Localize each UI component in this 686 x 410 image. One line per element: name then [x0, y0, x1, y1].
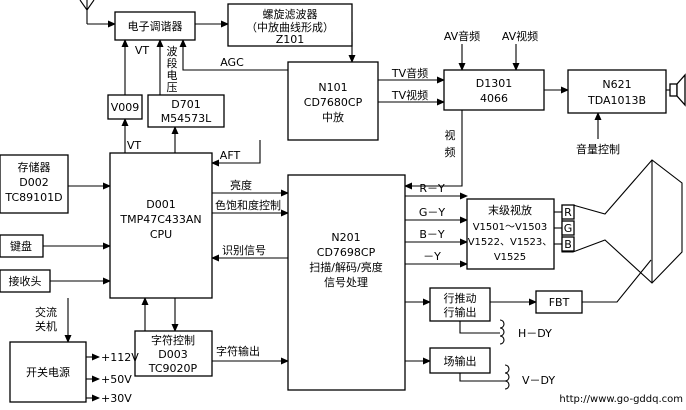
- r-label: R: [564, 206, 572, 219]
- n201-block: N201 CD7698CP 扫描/解码/亮度 信号处理: [287, 174, 406, 391]
- identification-label: 识别信号: [222, 244, 266, 257]
- n201-line: CD7698CP: [317, 246, 376, 259]
- psu-line: 开关电源: [26, 365, 70, 379]
- b-y-label: B－Y: [419, 228, 445, 241]
- band-voltage-label: 电: [167, 69, 178, 82]
- osd-line: 字符控制: [151, 333, 195, 347]
- volume-label: 音量控制: [576, 142, 620, 156]
- v-out-block: 场输出: [429, 347, 491, 374]
- receiver-line: 接收头: [9, 274, 42, 288]
- tv-video-label: TV视频: [391, 88, 428, 102]
- r-y-label: R－Y: [419, 182, 445, 195]
- v009-line: V009: [111, 101, 140, 114]
- signal-labels: VT 波 段 电 压 AGC AV音频 AV视频 TV音频 TV视频 视 频 音…: [35, 29, 683, 405]
- antenna-icon: [79, 0, 95, 24]
- band-voltage-label: 压: [167, 81, 178, 94]
- v30-label: +30V: [101, 392, 132, 405]
- d1301-line: D1301: [476, 77, 512, 90]
- connections: [43, 0, 670, 402]
- osd-line: TC9020P: [148, 362, 198, 375]
- d701-block: D701 M54573L: [147, 94, 225, 128]
- speaker-icon: [669, 73, 686, 107]
- memory-line: TC89101D: [4, 191, 62, 204]
- band-voltage-label: 波: [167, 45, 178, 58]
- agc-label: AGC: [220, 56, 244, 69]
- av-audio-label: AV音频: [444, 29, 480, 43]
- v-out-line: 场输出: [444, 354, 477, 368]
- fbt-block: FBT: [535, 290, 583, 314]
- h-drive-block: 行推动 行输出: [429, 287, 491, 322]
- n621-line: N621: [602, 78, 631, 91]
- saw-line: 螺旋滤波器: [263, 7, 318, 21]
- v112-label: +112V: [101, 351, 139, 364]
- video-label: 视: [445, 128, 456, 142]
- aft-label: AFT: [220, 149, 241, 162]
- char-output-label: 字符输出: [216, 344, 260, 358]
- v009-block: V009: [107, 94, 143, 120]
- video-label: 频: [445, 145, 456, 159]
- video-output-block: 末级视放 V1501～V1503 V1522、V1523、 V1525: [466, 198, 555, 270]
- n101-line: 中放: [322, 110, 344, 124]
- video-output-line: V1522、V1523、: [468, 237, 553, 248]
- d701-line: M54573L: [161, 112, 212, 125]
- memory-block: 存储器 D002 TC89101D: [0, 154, 69, 214]
- d1301-line: 4066: [480, 92, 508, 105]
- g-y-label: G－Y: [419, 206, 446, 219]
- neg-y-label: －Y: [423, 250, 441, 263]
- tuner-block: 电子调谐器: [114, 11, 196, 41]
- saw-filter-block: 螺旋滤波器 （中放曲线形成） Z101: [227, 3, 353, 47]
- n201-line: 扫描/解码/亮度: [309, 260, 382, 274]
- osd-line: D003: [158, 348, 187, 361]
- video-output-line: V1501～V1503: [473, 222, 548, 233]
- saw-line: Z101: [276, 33, 305, 46]
- cpu-line: D001: [146, 198, 175, 211]
- crt-picture-tube-icon: [561, 159, 683, 284]
- rgb-terminals: R G B: [561, 204, 575, 252]
- g-label: G: [564, 222, 573, 235]
- tuner-line: 电子调谐器: [128, 19, 183, 33]
- n201-line: 信号处理: [324, 276, 368, 289]
- keyboard-line: 键盘: [10, 239, 32, 253]
- h-dy-coil-icon: [499, 319, 505, 345]
- n101-block: N101 CD7680CP 中放: [287, 61, 379, 141]
- ac-switch-label: 关机: [35, 319, 57, 333]
- b-label: B: [564, 238, 572, 251]
- av-video-label: AV视频: [502, 29, 538, 43]
- psu-block: 开关电源: [9, 341, 87, 403]
- vt-cpu-label: VT: [127, 139, 142, 152]
- h-drive-line: 行推动: [444, 291, 477, 305]
- color-saturation-label: 色饱和度控制: [215, 198, 281, 212]
- cpu-line: TMP47C433AN: [119, 213, 201, 226]
- h-dy-label: H－DY: [518, 327, 552, 340]
- v-dy-coil-icon: [504, 364, 510, 390]
- v50-label: +50V: [101, 373, 132, 386]
- video-output-line: 末级视放: [488, 203, 532, 217]
- d1301-block: D1301 4066: [443, 69, 545, 111]
- fbt-line: FBT: [549, 296, 570, 309]
- memory-line: D002: [19, 176, 48, 189]
- source-url-label: http://www.go-gddq.com: [559, 394, 683, 405]
- saw-line: （中放曲线形成）: [246, 20, 334, 34]
- vt-tuner-label: VT: [135, 44, 150, 57]
- osd-block: 字符控制 D003 TC9020P: [134, 330, 213, 377]
- ac-switch-label: 交流: [35, 305, 57, 319]
- n621-block: N621 TDA1013B: [567, 69, 667, 114]
- n201-line: N201: [331, 231, 360, 244]
- tv-audio-label: TV音频: [391, 66, 428, 80]
- band-voltage-label: 段: [167, 56, 178, 70]
- n621-line: TDA1013B: [587, 94, 646, 107]
- cpu-line: CPU: [150, 228, 172, 241]
- video-output-line: V1525: [494, 252, 526, 263]
- n101-line: CD7680CP: [304, 96, 363, 109]
- h-drive-line: 行输出: [444, 305, 477, 319]
- d701-line: D701: [171, 98, 200, 111]
- brightness-label: 亮度: [230, 178, 252, 192]
- v-dy-label: V－DY: [522, 374, 555, 387]
- memory-line: 存储器: [18, 160, 51, 174]
- n101-line: N101: [318, 81, 347, 94]
- cpu-block: D001 TMP47C433AN CPU: [109, 152, 213, 299]
- receiver-block: 接收头: [0, 269, 51, 293]
- keyboard-block: 键盘: [0, 234, 44, 258]
